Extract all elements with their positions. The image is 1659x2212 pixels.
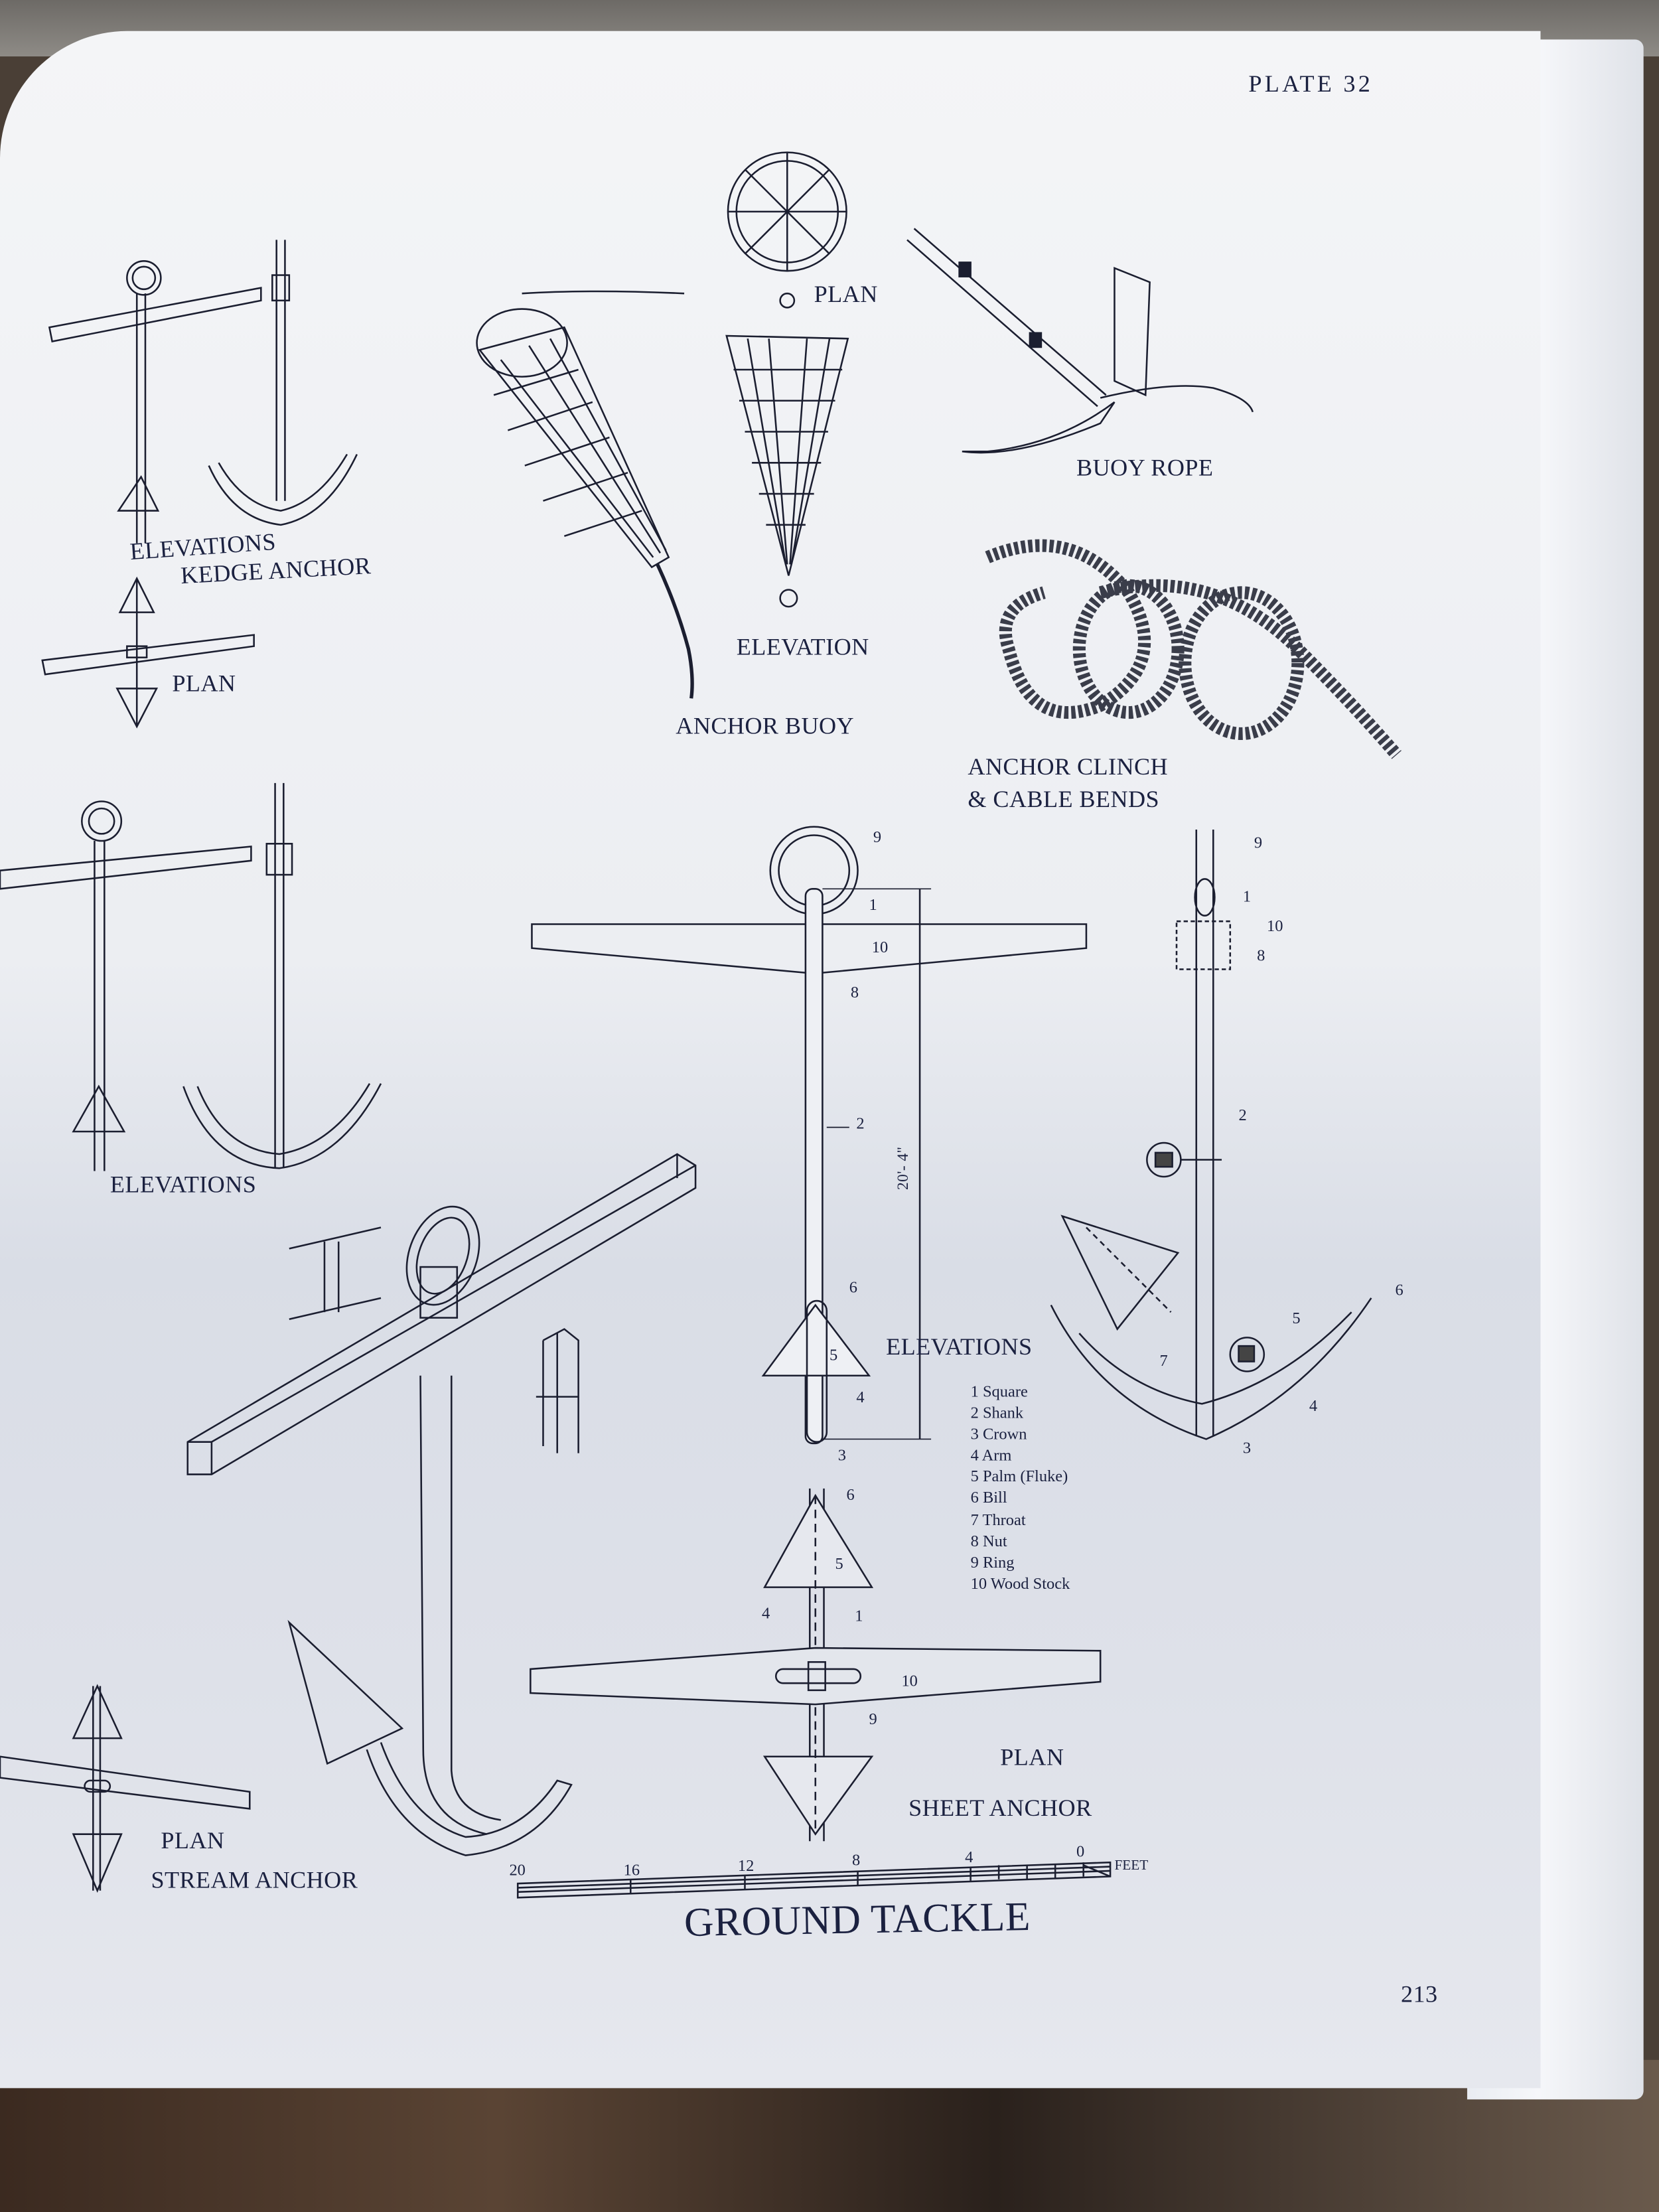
callout-arm: 4 xyxy=(761,1605,770,1623)
scale-tick-4: 4 xyxy=(965,1850,974,1867)
callout-arm: 4 xyxy=(1309,1398,1318,1416)
sheet-anchor-elevation-side xyxy=(1050,830,1372,1440)
callout-stock: 10 xyxy=(901,1673,918,1690)
page-title: GROUND TACKLE xyxy=(684,1894,1031,1946)
stream-anchor-isometric xyxy=(186,1153,697,1856)
sheet-anchor-plan xyxy=(530,1488,1102,1842)
legend-item: 4 Arm xyxy=(970,1447,1012,1465)
label-anchor-clinch: ANCHOR CLINCH xyxy=(968,753,1169,780)
callout-ring: 9 xyxy=(869,1711,877,1729)
callout-crown: 3 xyxy=(837,1447,847,1465)
callout-palm: 5 xyxy=(835,1556,843,1574)
label-sheet-elevations: ELEVATIONS xyxy=(886,1333,1033,1361)
label-buoy-rope: BUOY ROPE xyxy=(1076,454,1214,481)
legend-item: 2 Shank xyxy=(970,1405,1024,1423)
page-number: 213 xyxy=(1401,1980,1438,2008)
label-kedge-plan: PLAN xyxy=(172,670,236,698)
book-page xyxy=(0,31,1541,2089)
callout-throat: 7 xyxy=(1159,1353,1168,1370)
label-stream-anchor: STREAM ANCHOR xyxy=(151,1866,358,1893)
callout-palm: 5 xyxy=(830,1347,838,1364)
legend-item: 6 Bill xyxy=(970,1490,1007,1508)
dimension-length: 20'- 4" xyxy=(895,1146,912,1190)
callout-stock: 10 xyxy=(1267,918,1283,936)
stream-anchor-elevation-side xyxy=(182,782,382,1169)
kedge-anchor-elevation-front xyxy=(48,260,262,544)
callout-crown: 3 xyxy=(1242,1440,1252,1458)
kedge-anchor-plan xyxy=(41,576,255,729)
scale-tick-20: 20 xyxy=(509,1862,526,1880)
scale-tick-8: 8 xyxy=(852,1852,861,1870)
callout-shank: 2 xyxy=(1238,1107,1247,1125)
label-anchor-buoy: ANCHOR BUOY xyxy=(676,712,855,739)
callout-ring: 9 xyxy=(873,830,882,847)
callout-bill: 6 xyxy=(849,1280,858,1297)
callout-bill: 6 xyxy=(1395,1282,1404,1299)
scale-unit: FEET xyxy=(1114,1858,1149,1874)
sheet-anchor-elevation-front xyxy=(531,826,1088,1445)
label-sheet-plan: PLAN xyxy=(1000,1743,1064,1771)
callout-square: 1 xyxy=(855,1608,863,1626)
legend-item: 1 Square xyxy=(970,1384,1028,1402)
label-buoy-elevation: ELEVATION xyxy=(736,633,869,660)
scale-tick-16: 16 xyxy=(623,1862,640,1880)
buoy-plan xyxy=(727,151,847,272)
kedge-anchor-elevation-side xyxy=(208,240,358,526)
label-stream-plan: PLAN xyxy=(161,1827,225,1854)
stream-anchor-elevation-front xyxy=(0,800,252,1171)
legend-item: 9 Ring xyxy=(970,1554,1015,1572)
label-cable-bends: & CABLE BENDS xyxy=(968,786,1160,813)
callout-palm: 5 xyxy=(1292,1310,1301,1328)
callout-shank: 2 xyxy=(856,1116,865,1134)
label-mid-elevations: ELEVATIONS xyxy=(109,1171,257,1198)
callout-nut: 8 xyxy=(1257,948,1265,966)
callout-bill: 6 xyxy=(846,1487,855,1505)
legend-item: 10 Wood Stock xyxy=(970,1576,1070,1593)
callout-ring: 9 xyxy=(1254,835,1263,853)
buoy-perspective xyxy=(476,290,694,699)
legend-item: 3 Crown xyxy=(970,1426,1027,1444)
buoy-rope-anchor xyxy=(906,228,1254,454)
label-buoy-plan: PLAN xyxy=(814,281,878,308)
scale-tick-0: 0 xyxy=(1076,1844,1085,1862)
callout-arm: 4 xyxy=(856,1390,865,1407)
stream-anchor-plan xyxy=(0,1684,251,1893)
scale-bar xyxy=(516,1861,1112,1899)
scale-tick-12: 12 xyxy=(737,1858,755,1876)
legend-item: 8 Nut xyxy=(970,1533,1007,1550)
callout-square: 1 xyxy=(1242,889,1252,906)
legend-item: 5 Palm (Fluke) xyxy=(970,1469,1068,1487)
parts-legend: 1 Square 2 Shank 3 Crown 4 Arm 5 Palm (F… xyxy=(971,1382,1070,1595)
plate-number: PLATE 32 xyxy=(1248,70,1374,98)
callout-nut: 8 xyxy=(850,984,859,1002)
buoy-elevation xyxy=(725,292,849,608)
callout-square: 1 xyxy=(869,897,877,915)
label-sheet-anchor: SHEET ANCHOR xyxy=(908,1795,1092,1822)
callout-stock: 10 xyxy=(871,939,889,957)
anchor-clinch-rope xyxy=(985,539,1402,759)
legend-item: 7 Throat xyxy=(970,1512,1026,1529)
